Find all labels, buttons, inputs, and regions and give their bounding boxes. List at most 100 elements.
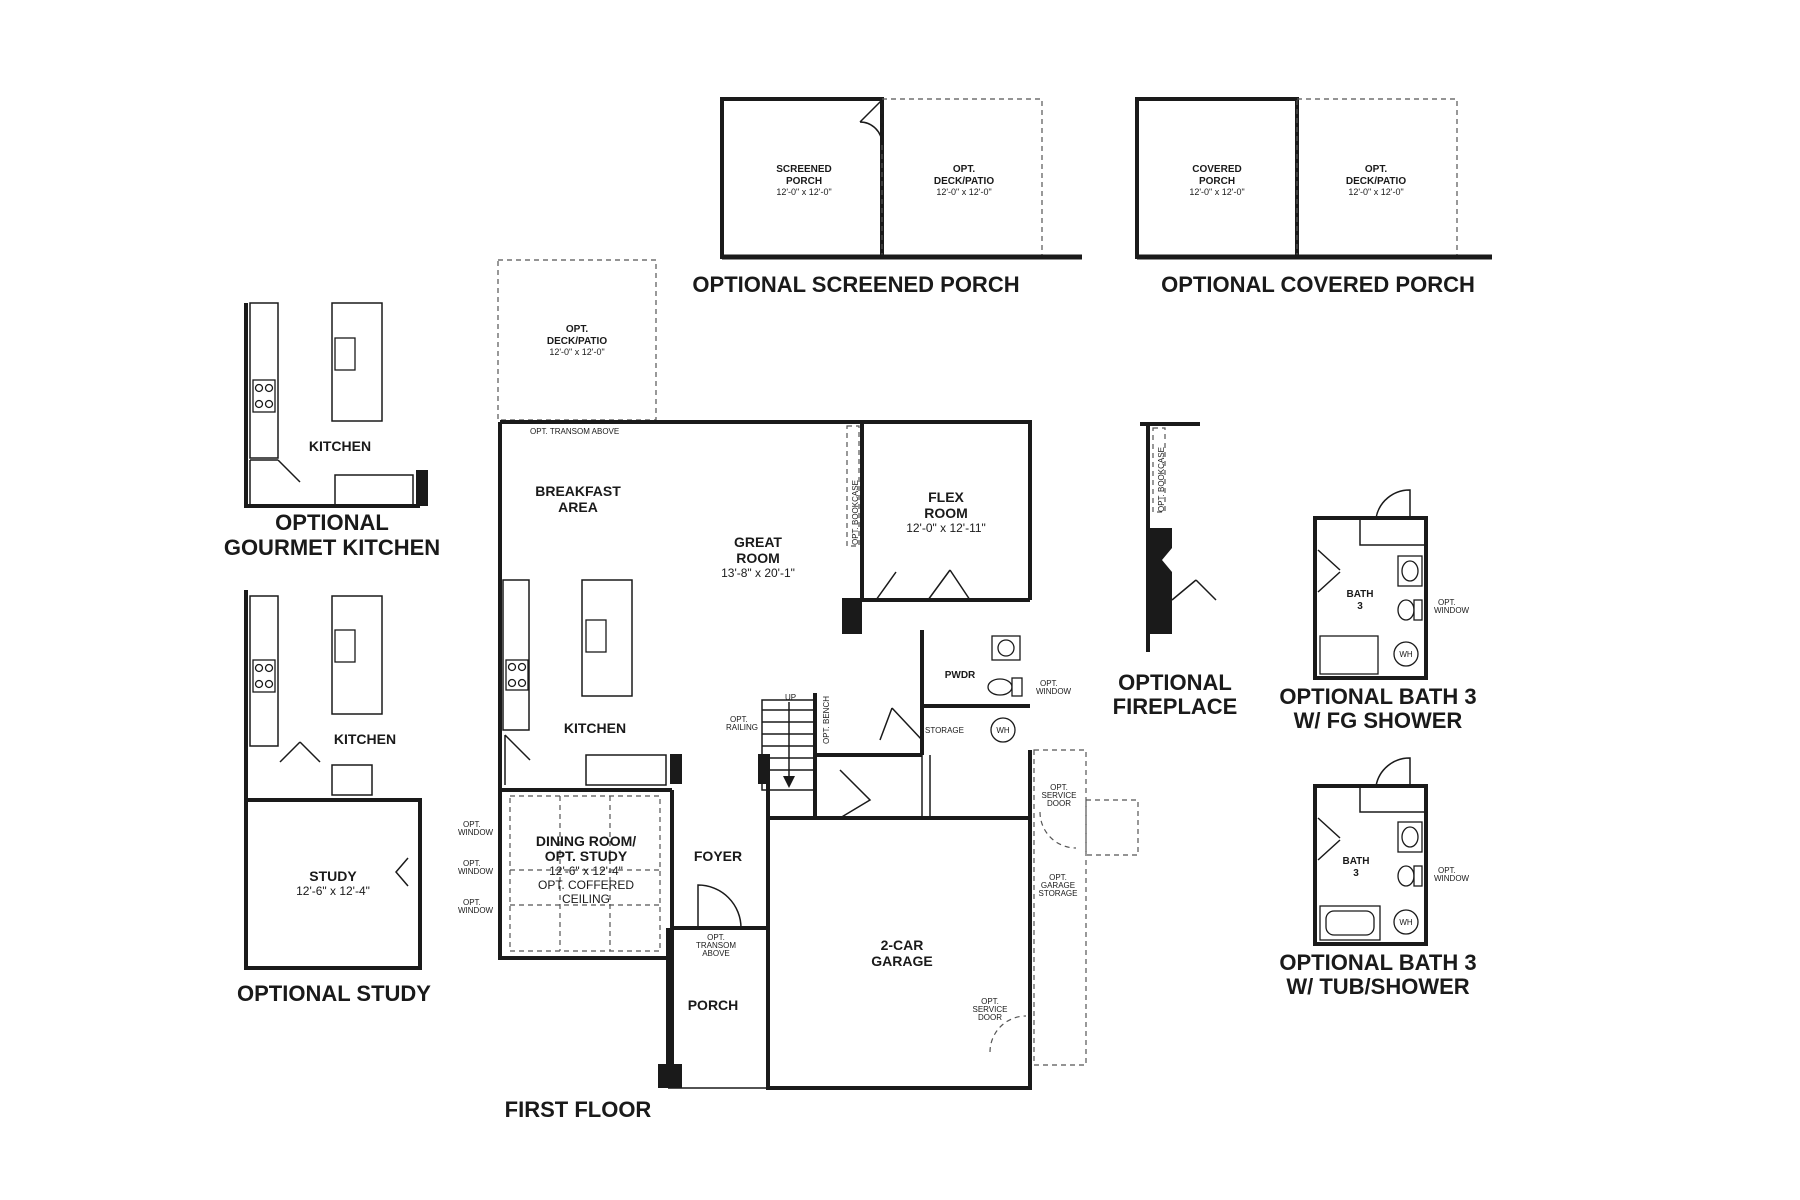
gourmet-burner xyxy=(264,383,274,393)
garage-storage-2: GARAGE xyxy=(1041,881,1075,890)
gourmet-island xyxy=(331,302,383,422)
pillar-great-room xyxy=(842,598,862,634)
screened-porch-dim: 12'-0" x 12'-0" xyxy=(776,187,831,197)
bath-tub-entry-door xyxy=(1317,817,1341,861)
dining-label-1: DINING ROOM/ xyxy=(536,833,636,849)
pwdr-toilet-tank xyxy=(1011,677,1023,697)
opt-railing-label-1: OPT. xyxy=(730,715,748,724)
storage-label: STORAGE xyxy=(925,726,964,735)
flex-room-label-1: FLEX xyxy=(928,489,964,505)
screened-porch-label-2: PORCH xyxy=(786,176,822,187)
pwdr-opt-window-1: OPT. xyxy=(1040,679,1058,688)
kitchen-south-counter xyxy=(585,754,667,786)
stair-outline xyxy=(761,699,816,791)
gourmet-burner xyxy=(254,383,264,393)
dining-coffered-1: OPT. COFFERED xyxy=(538,878,634,892)
porch-label: PORCH xyxy=(688,997,739,1013)
opt-screened-porch-title: OPTIONAL SCREENED PORCH xyxy=(692,272,1019,297)
opt-service-door-swing-lower xyxy=(989,1015,1027,1053)
sp-door-swing xyxy=(859,99,883,145)
pillar-porch xyxy=(658,1064,682,1088)
great-room-dim: 13'-8" x 20'-1" xyxy=(721,566,795,580)
water-heater xyxy=(990,717,1016,743)
sp-deck-label-1: OPT. xyxy=(953,164,975,175)
bath-fg-entry-door xyxy=(1317,549,1341,593)
bath-tub-toilet-tank xyxy=(1413,865,1423,887)
opt-bath-tub-title-1: OPTIONAL BATH 3 xyxy=(1279,950,1476,975)
closet-door xyxy=(839,769,872,819)
dining-opt-window-2a: OPT. xyxy=(463,859,481,868)
bath-tub-opt-window-2: WINDOW xyxy=(1434,874,1470,883)
study-kitchen-island xyxy=(331,595,383,715)
bath-tub-closet xyxy=(1359,786,1426,813)
optional-fireplace: OPT. BOOKCASE OPTIONAL FIREPLACE xyxy=(1113,422,1237,719)
bath-tub-basin xyxy=(1325,910,1375,936)
opt-garage-storage-outline xyxy=(1033,749,1087,1066)
opt-transom-1: OPT. xyxy=(707,933,725,942)
service-door-upper-1: OPT. xyxy=(1050,783,1068,792)
opt-study-title: OPTIONAL STUDY xyxy=(237,981,431,1006)
cp-deck-dim: 12'-0" x 12'-0" xyxy=(1348,187,1403,197)
pwdr-opt-window-2: WINDOW xyxy=(1036,687,1072,696)
main-deck-label-2: DECK/PATIO xyxy=(547,336,607,347)
burner-2 xyxy=(517,662,527,672)
bath-fg-water-heater xyxy=(1393,641,1419,667)
house-outer-walls xyxy=(498,420,1032,1090)
cp-deck-label-2: DECK/PATIO xyxy=(1346,176,1406,187)
optional-study: KITCHEN STUDY 12'-6" x 12'-4" OPTIONAL S… xyxy=(237,590,431,1006)
bath-fg-toilet-tank xyxy=(1413,599,1423,621)
covered-porch-label-1: COVERED xyxy=(1192,164,1241,175)
study-dim: 12'-6" x 12'-4" xyxy=(296,884,370,898)
pantry-door xyxy=(504,734,531,785)
bath-tub-door xyxy=(1375,757,1411,787)
flex-room-label-2: ROOM xyxy=(924,505,968,521)
burner-4 xyxy=(517,678,527,688)
main-deck-label-1: OPT. xyxy=(566,324,588,335)
dining-opt-window-1b: WINDOW xyxy=(458,828,494,837)
bath-tub-wh-label: WH xyxy=(1399,918,1413,927)
study-french-door xyxy=(395,857,409,887)
opt-bookcase-label: OPT. BOOKCASE xyxy=(851,480,860,545)
stair-up-label: UP xyxy=(785,693,796,702)
flex-room-dim: 12'-0" x 12'-11" xyxy=(906,521,986,535)
fireplace-door xyxy=(1171,579,1217,601)
bath-tub-walls xyxy=(1313,784,1428,946)
dining-coffered-2: CEILING xyxy=(562,892,610,906)
study-kitchen-cooktop xyxy=(252,659,276,693)
fireplace-bookcase-label: OPT. BOOKCASE xyxy=(1157,447,1166,512)
covered-porch-label-2: PORCH xyxy=(1199,176,1235,187)
study-pantry-door xyxy=(279,741,321,763)
study-kitchen-south-counter xyxy=(331,764,373,796)
opt-service-door-bumpout xyxy=(1085,799,1139,856)
opt-railing-label-2: RAILING xyxy=(726,723,758,732)
opt-transom-above-label: OPT. TRANSOM ABOVE xyxy=(530,427,619,436)
first-floor-plan: OPT. DECK/PATIO 12'-0" x 12'-0" OPT. BOO… xyxy=(458,259,1139,1122)
bath-fg-closet xyxy=(1359,518,1426,546)
kitchen-sink xyxy=(585,619,607,653)
garage-storage-1: OPT. xyxy=(1049,873,1067,882)
gourmet-kitchen-label: KITCHEN xyxy=(309,438,371,454)
gourmet-kitchen-walls xyxy=(244,303,420,508)
dining-opt-window-3a: OPT. xyxy=(463,898,481,907)
coffered-ceiling-outline xyxy=(509,795,661,952)
storage-door xyxy=(879,707,923,741)
bath-fg-toilet xyxy=(1397,599,1415,621)
optional-gourmet-kitchen: KITCHEN OPTIONAL GOURMET KITCHEN xyxy=(224,302,440,560)
sp-deck-dim: 12'-0" x 12'-0" xyxy=(936,187,991,197)
dining-opt-window-2b: WINDOW xyxy=(458,867,494,876)
cp-deck-label-1: OPT. xyxy=(1365,164,1387,175)
stair-arrow-head xyxy=(783,776,795,788)
bath-fg-opt-window-1: OPT. xyxy=(1438,598,1456,607)
garage-storage-3: STORAGE xyxy=(1039,889,1078,898)
bath-fg-opt-window-2: WINDOW xyxy=(1434,606,1470,615)
burner-3 xyxy=(507,678,517,688)
bath-fg-door xyxy=(1375,489,1411,519)
gourmet-pantry xyxy=(249,459,301,506)
garage-label-2: GARAGE xyxy=(871,953,932,969)
opt-bath-tub-title-2: W/ TUB/SHOWER xyxy=(1286,974,1469,999)
study-burner xyxy=(264,679,274,689)
pillar-kitchen xyxy=(670,754,682,784)
bath-tub-opt-window-1: OPT. xyxy=(1438,866,1456,875)
opt-bath-fg-title-1: OPTIONAL BATH 3 xyxy=(1279,684,1476,709)
